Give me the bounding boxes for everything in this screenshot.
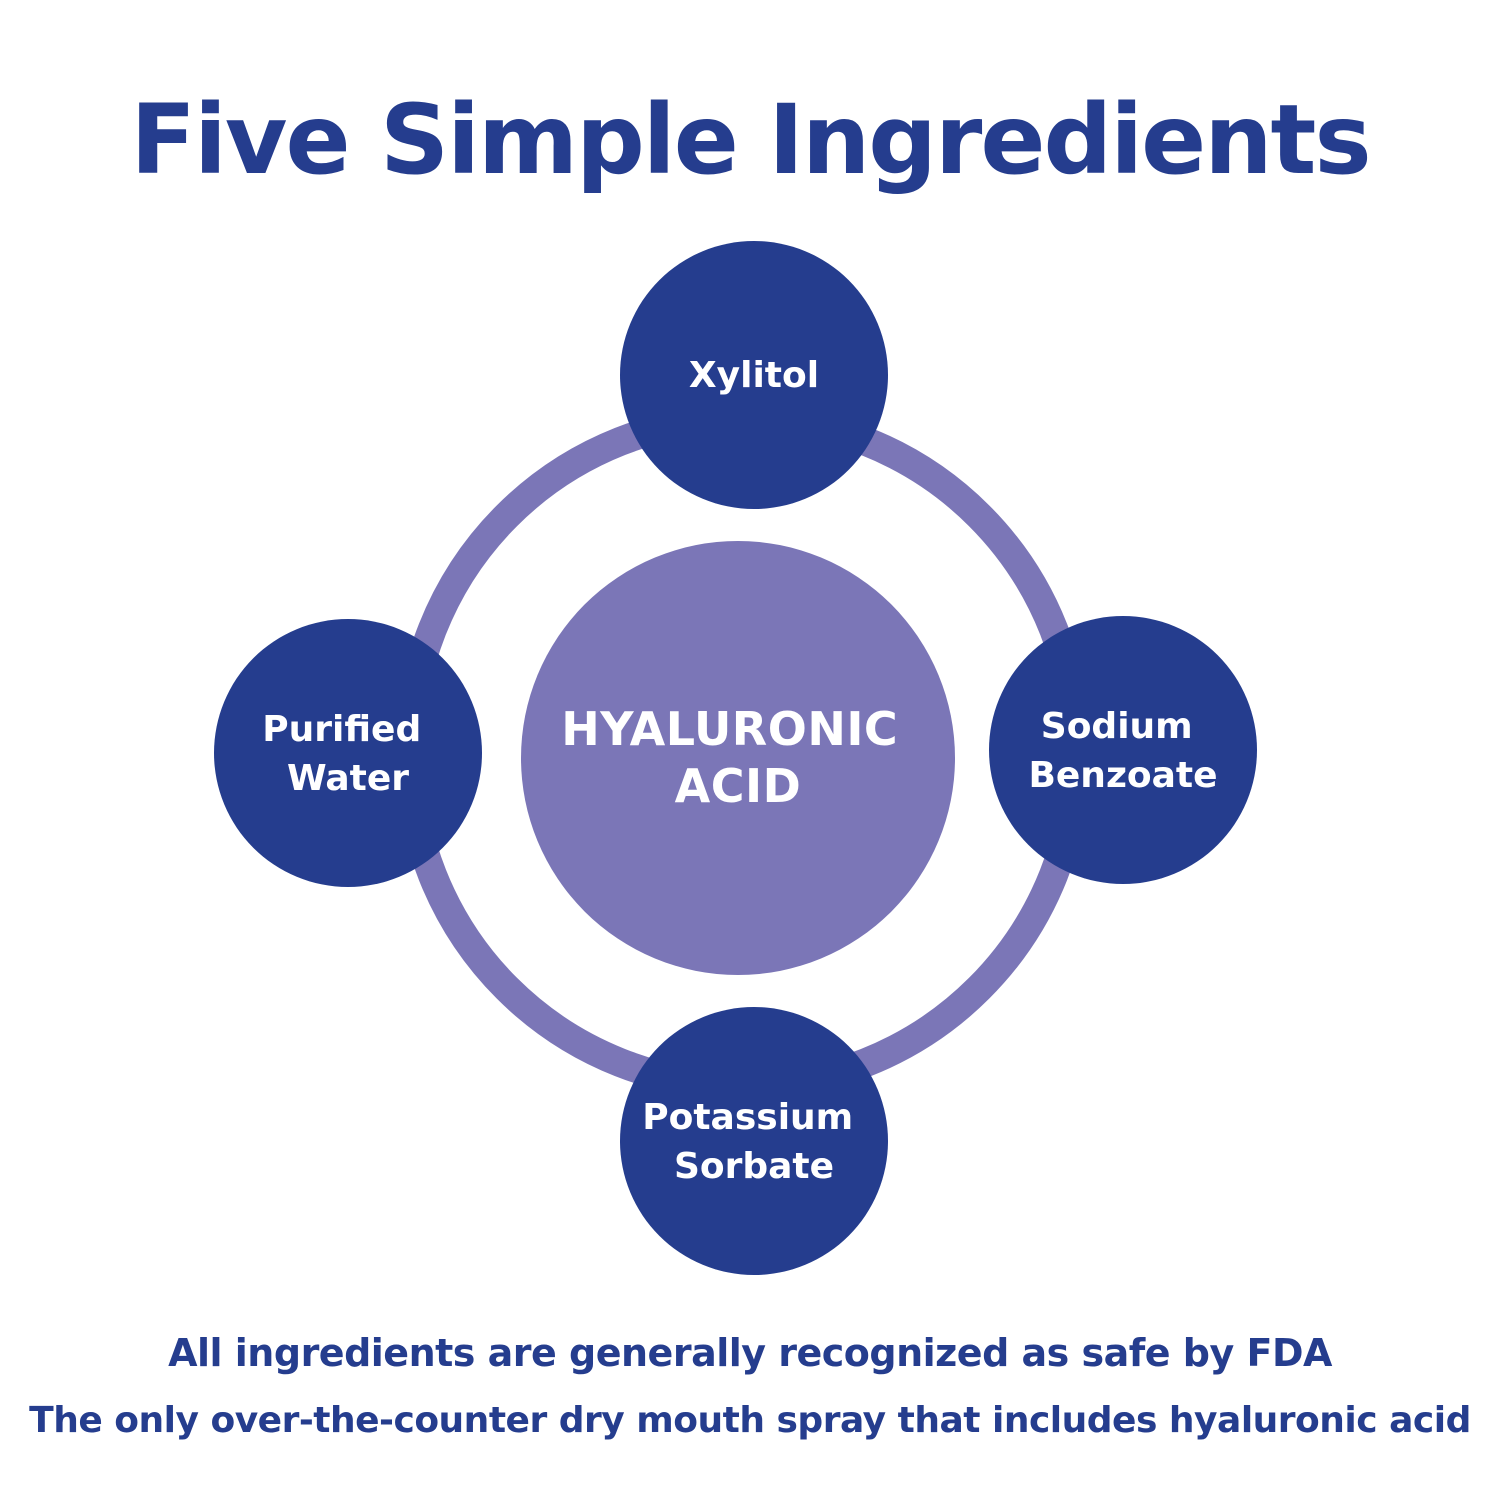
node-sodium-benzoate: Sodium Benzoate	[989, 616, 1257, 884]
node-label-xylitol: Xylitol	[689, 355, 819, 396]
footer-product-claim: The only over-the-counter dry mouth spra…	[29, 1400, 1471, 1441]
node-label-sorbate: Sorbate	[674, 1146, 834, 1187]
node-label-purified: Purified	[262, 709, 421, 750]
node-circle-sodium-benzoate	[989, 616, 1257, 884]
svg-text:Potassium Sorbate: Potassium Sorbate	[642, 1097, 866, 1187]
node-potassium-sorbate: Potassium Sorbate	[620, 1007, 888, 1275]
node-label-benzoate: Benzoate	[1028, 755, 1217, 796]
svg-text:Xylitol: Xylitol	[689, 355, 819, 396]
svg-text:Purified Water: Purified Water	[262, 709, 434, 799]
node-label-potassium: Potassium	[642, 1097, 853, 1138]
center-label: HYALURONIC ACID	[561, 702, 914, 813]
node-circle-xylitol	[620, 241, 888, 509]
node-label-sodium: Sodium	[1041, 706, 1193, 747]
footer-safety-note: All ingredients are generally recognized…	[168, 1331, 1332, 1375]
node-purified-water: Purified Water	[214, 619, 482, 887]
center-circle-hyaluronic-acid	[521, 541, 955, 975]
svg-text:Sodium Benzoate: Sodium Benzoate	[1028, 706, 1217, 796]
center-label-line-1: HYALURONIC	[561, 702, 898, 756]
node-circle-potassium-sorbate	[620, 1007, 888, 1275]
node-label-water: Water	[287, 758, 409, 799]
page-title: Five Simple Ingredients	[130, 84, 1371, 196]
node-xylitol: Xylitol	[620, 241, 888, 509]
node-circle-purified-water	[214, 619, 482, 887]
center-label-line-2: ACID	[675, 759, 802, 813]
